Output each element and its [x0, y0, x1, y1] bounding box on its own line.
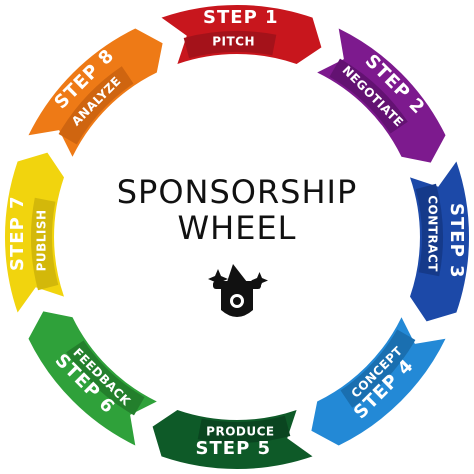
segment-step-3-contract: STEP 3 CONTRACT: [410, 161, 470, 322]
activity-label: PITCH: [212, 35, 255, 49]
title-line-1: SPONSORSHIP: [116, 173, 358, 211]
segment-tab: [197, 415, 291, 443]
segment-tab: [415, 183, 443, 277]
step-label: STEP 7: [7, 195, 28, 271]
segment-tab: [183, 31, 277, 59]
segment-tab: [31, 197, 59, 291]
segment-tab: [329, 58, 408, 134]
title-line-2: WHEEL: [177, 209, 297, 247]
activity-label: PUBLISH: [35, 209, 49, 271]
segment-step-7-publish: STEP 7 PUBLISH: [4, 152, 64, 313]
segment-tab: [340, 329, 416, 408]
segment-step-1-pitch: STEP 1 PITCH: [161, 4, 322, 65]
segment-tab: [66, 340, 145, 416]
step-label: STEP 1: [203, 7, 279, 28]
wizard-hat-icon: [208, 264, 268, 317]
activity-label: CONTRACT: [426, 195, 440, 272]
wheel-title: SPONSORSHIP WHEEL: [100, 174, 374, 246]
step-label: STEP 5: [196, 438, 272, 459]
activity-label: PRODUCE: [206, 425, 274, 439]
step-label: STEP 3: [446, 203, 467, 279]
segment-tab: [58, 66, 134, 145]
